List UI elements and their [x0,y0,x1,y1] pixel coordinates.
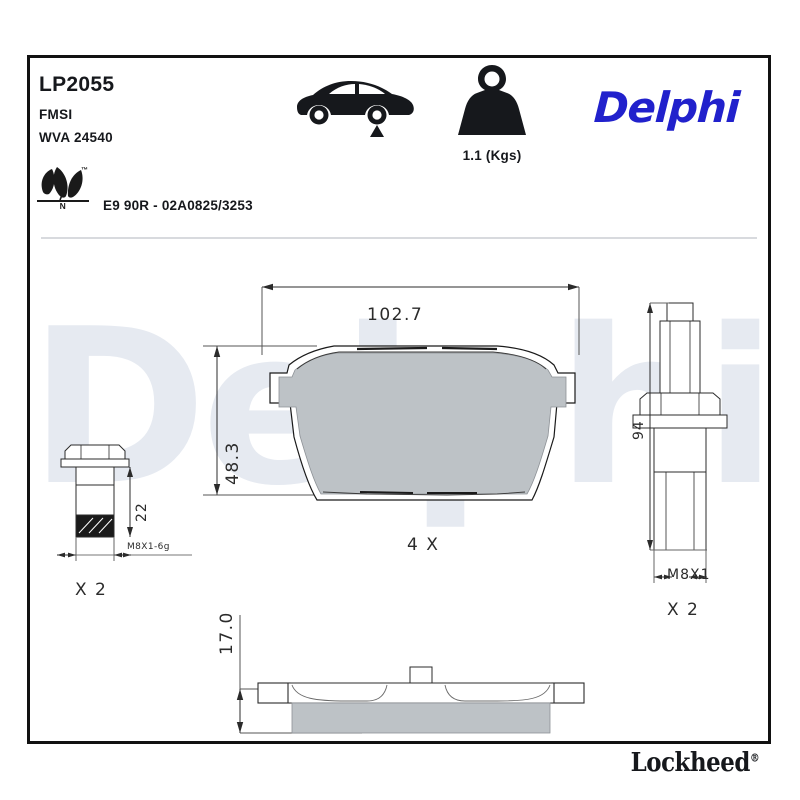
eco-approval-code: E9 90R - 02A0825/3253 [103,198,253,213]
pin-length-dimension: 94 [631,420,647,440]
header-block: LP2055 FMSI WVA 24540 ™ N [27,55,771,237]
eco-baseline-rule [37,200,89,202]
eco-mark-letter: N [59,201,67,211]
weight-kettlebell-icon [458,65,526,135]
trademark-symbol: ™ [81,167,88,174]
drawing-frame [27,55,771,744]
eco-approval-group: ™ N E9 90R - 02A0825/3253 [37,165,253,215]
pad-quantity: 4 X [407,535,440,555]
pad-height-dimension: 48.3 [223,441,243,485]
header-divider [41,237,757,239]
leaf-eco-icon: ™ N [37,165,89,215]
pad-width-dimension: 102.7 [367,305,424,325]
weight-value: 1.1 (Kgs) [462,148,522,163]
pin-quantity: X 2 [667,600,700,620]
drawing-area: 102.7 48.3 4 X 17.0 22 M8X1-6g X 2 94 M8… [27,55,771,744]
part-code-group: LP2055 FMSI WVA 24540 [39,73,114,153]
bolt-thread-spec: M8X1-6g [127,542,170,552]
bolt-length-dimension: 22 [134,502,150,522]
wva-label: WVA 24540 [39,130,113,145]
fmsi-label: FMSI [39,107,73,122]
lockheed-logo: Lockheed® [631,748,760,778]
bolt-quantity: X 2 [75,580,108,600]
weight-group: 1.1 (Kgs) [432,63,552,163]
car-rear-axle-icon [289,69,419,139]
lockheed-wordmark: Lockheed [630,748,751,778]
pin-thread-spec: M8X1 [667,567,711,583]
pad-thickness-dimension: 17.0 [217,611,237,655]
part-number: LP2055 [39,73,115,96]
registered-trademark-symbol: ® [750,751,760,765]
